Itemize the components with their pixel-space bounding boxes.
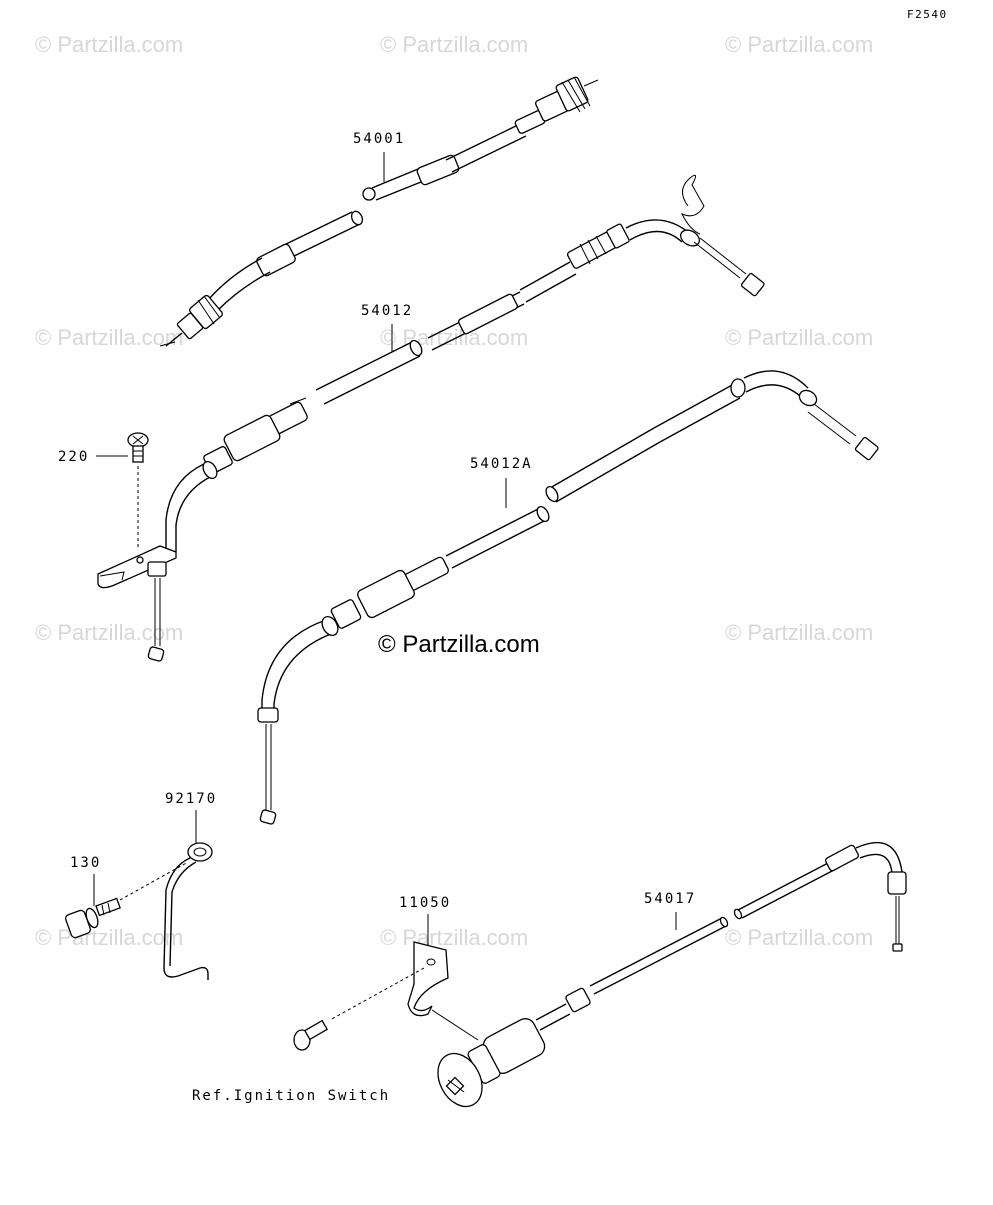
callout-220: 220 — [58, 449, 89, 465]
watermark: © Partzilla.com — [35, 325, 183, 350]
cable-54012: 54012 — [97, 174, 765, 662]
main-watermark: © Partzilla.com — [378, 631, 540, 658]
watermark: © Partzilla.com — [725, 620, 873, 645]
callout-54012: 54012 — [361, 303, 413, 319]
watermark: © Partzilla.com — [725, 325, 873, 350]
clamp-92170: 92170 — [163, 791, 217, 980]
watermark: © Partzilla.com — [35, 620, 183, 645]
callout-11050: 11050 — [399, 895, 451, 911]
ref-ignition-label: Ref.Ignition Switch — [192, 1088, 390, 1104]
watermark-layer: © Partzilla.com © Partzilla.com © Partzi… — [35, 32, 873, 950]
watermark: © Partzilla.com — [35, 925, 183, 950]
callout-54017: 54017 — [644, 891, 696, 907]
watermark: © Partzilla.com — [380, 32, 528, 57]
figure-code: F2540 — [907, 8, 948, 21]
watermark: © Partzilla.com — [380, 925, 528, 950]
cable-54001: 54001 — [159, 76, 599, 347]
bracket-11050: 11050 — [329, 895, 479, 1041]
watermark: © Partzilla.com — [35, 32, 183, 57]
watermark: © Partzilla.com — [725, 32, 873, 57]
callout-54001: 54001 — [353, 131, 405, 147]
watermark: © Partzilla.com — [725, 925, 873, 950]
bolt-130: 130 — [64, 855, 189, 939]
callout-54012A: 54012A — [470, 456, 533, 472]
callout-130: 130 — [70, 855, 101, 871]
screw-small — [293, 1019, 329, 1051]
screw-220: 220 — [58, 432, 149, 548]
cable-54017: 54017 — [437, 841, 907, 1108]
cable-54012A: 54012A — [257, 370, 879, 825]
callout-92170: 92170 — [165, 791, 217, 807]
